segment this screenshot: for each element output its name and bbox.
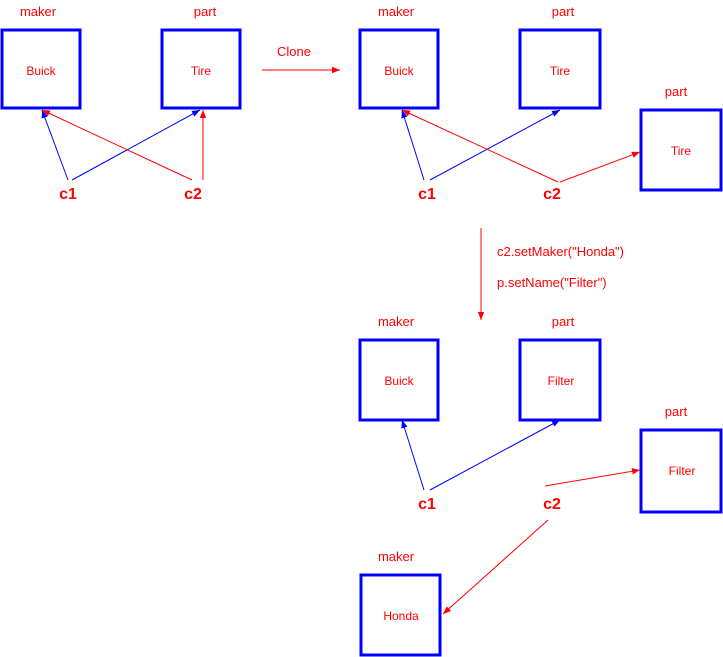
c2-maker-reference bbox=[401, 109, 559, 183]
c1-label: c1 bbox=[418, 496, 436, 513]
panel-after-clone: maker Buick part Tire part Tire c1 c2 bbox=[358, 4, 723, 203]
part-heading: part bbox=[552, 314, 575, 329]
set-maker-call: c2.setMaker("Honda") bbox=[497, 244, 624, 259]
c1-maker-reference bbox=[401, 109, 425, 181]
maker-heading: maker bbox=[20, 4, 57, 19]
c1-label: c1 bbox=[418, 186, 436, 203]
clone-label: Clone bbox=[277, 44, 311, 59]
c1-maker-reference bbox=[401, 419, 425, 491]
c1-label: c1 bbox=[59, 186, 77, 203]
maker-box-buick bbox=[0, 28, 82, 110]
cloned-part-heading: part bbox=[665, 84, 688, 99]
cloned-part-box-filter bbox=[639, 428, 723, 514]
c2-part-reference bbox=[559, 151, 641, 183]
maker-value-buick: Buick bbox=[384, 64, 414, 78]
panel-after-mutation: maker Buick part Filter part Filter c1 c… bbox=[358, 314, 723, 657]
c1-maker-reference bbox=[41, 109, 69, 181]
cloned-part-value-filter: Filter bbox=[669, 464, 696, 478]
set-name-call: p.setName("Filter") bbox=[497, 275, 607, 290]
part-value-filter: Filter bbox=[548, 374, 575, 388]
maker-value-buick: Buick bbox=[26, 64, 56, 78]
part-heading: part bbox=[552, 4, 575, 19]
maker-heading: maker bbox=[378, 4, 415, 19]
part-value-tire: Tire bbox=[191, 64, 212, 78]
part-value-tire: Tire bbox=[550, 64, 571, 78]
maker-box-honda bbox=[359, 573, 442, 657]
c2-label: c2 bbox=[543, 186, 561, 203]
cloned-part-heading: part bbox=[665, 404, 688, 419]
cloned-part-value-tire: Tire bbox=[671, 144, 692, 158]
panel-original: maker Buick part Tire c1 c2 bbox=[0, 4, 242, 203]
c2-maker-reference bbox=[442, 519, 549, 615]
maker-box-buick bbox=[358, 28, 440, 110]
part-box-tire bbox=[518, 28, 602, 110]
c1-part-reference bbox=[429, 109, 561, 181]
part-box-filter bbox=[518, 338, 602, 422]
part-heading: part bbox=[194, 4, 217, 19]
part-box-tire bbox=[160, 28, 242, 110]
clone-step: Clone bbox=[262, 44, 340, 74]
c2-label: c2 bbox=[543, 496, 561, 513]
maker-value-buick: Buick bbox=[384, 374, 414, 388]
maker-value-honda: Honda bbox=[383, 609, 419, 623]
c2-maker-reference bbox=[41, 109, 193, 181]
maker-heading: maker bbox=[378, 314, 415, 329]
maker-box-buick bbox=[358, 338, 440, 422]
c2-part-reference bbox=[544, 468, 641, 487]
cloned-part-box-tire bbox=[639, 108, 723, 192]
mutation-step: c2.setMaker("Honda") p.setName("Filter") bbox=[477, 228, 624, 320]
new-maker-heading: maker bbox=[378, 549, 415, 564]
c1-part-reference bbox=[71, 109, 201, 181]
c1-part-reference bbox=[429, 419, 561, 491]
c2-label: c2 bbox=[184, 186, 202, 203]
